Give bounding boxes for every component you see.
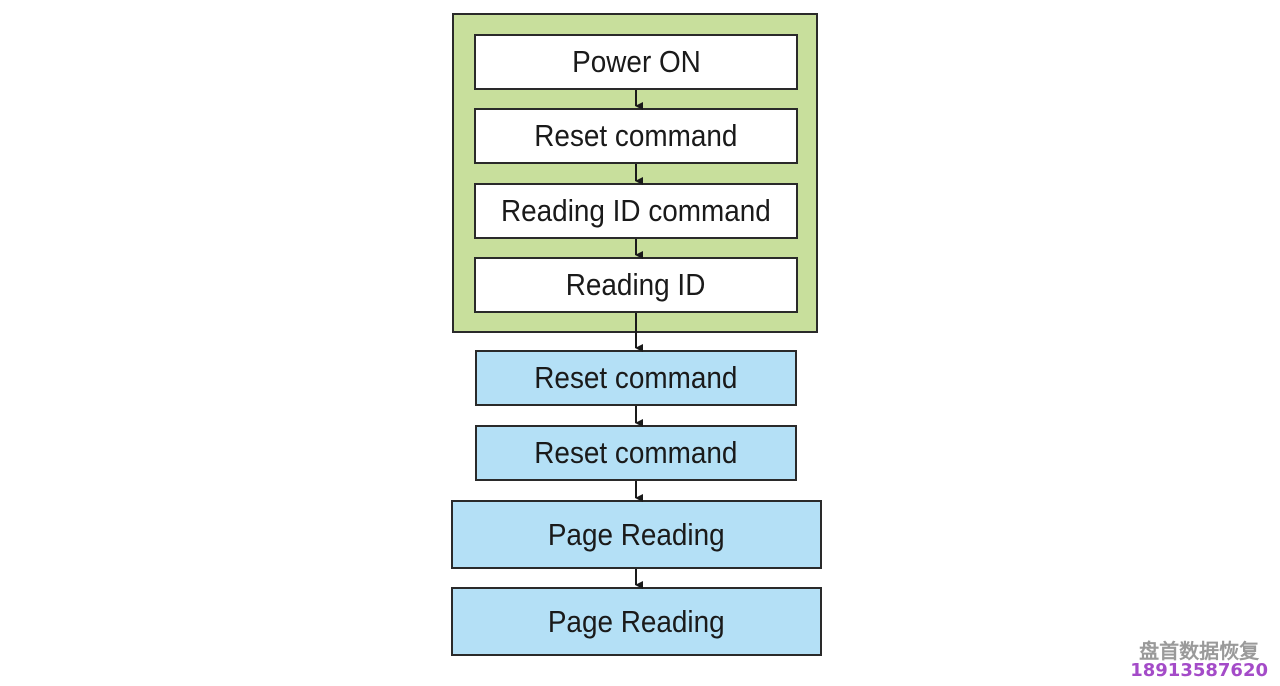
- step-label: Power ON: [571, 44, 701, 79]
- step-label: Reading ID: [566, 267, 706, 302]
- step-label: Page Reading: [548, 516, 725, 552]
- step-reading-id-command: Reading ID command: [474, 183, 798, 239]
- step-page-reading-1: Page Reading: [451, 500, 822, 569]
- step-reset-command-2: Reset command: [475, 350, 797, 406]
- step-label: Reset command: [534, 435, 738, 470]
- step-label: Reset command: [534, 360, 738, 395]
- step-page-reading-2: Page Reading: [451, 587, 822, 656]
- watermark: 盘首数据恢复 18913587620: [1130, 641, 1268, 681]
- watermark-name: 盘首数据恢复: [1139, 639, 1260, 664]
- step-power-on: Power ON: [474, 34, 798, 90]
- step-reading-id: Reading ID: [474, 257, 798, 313]
- step-label: Reading ID command: [501, 193, 771, 228]
- step-label: Reset command: [534, 118, 738, 153]
- watermark-phone: 18913587620: [1130, 660, 1268, 682]
- step-reset-command-3: Reset command: [475, 425, 797, 481]
- step-reset-command-1: Reset command: [474, 108, 798, 164]
- step-label: Page Reading: [548, 603, 725, 639]
